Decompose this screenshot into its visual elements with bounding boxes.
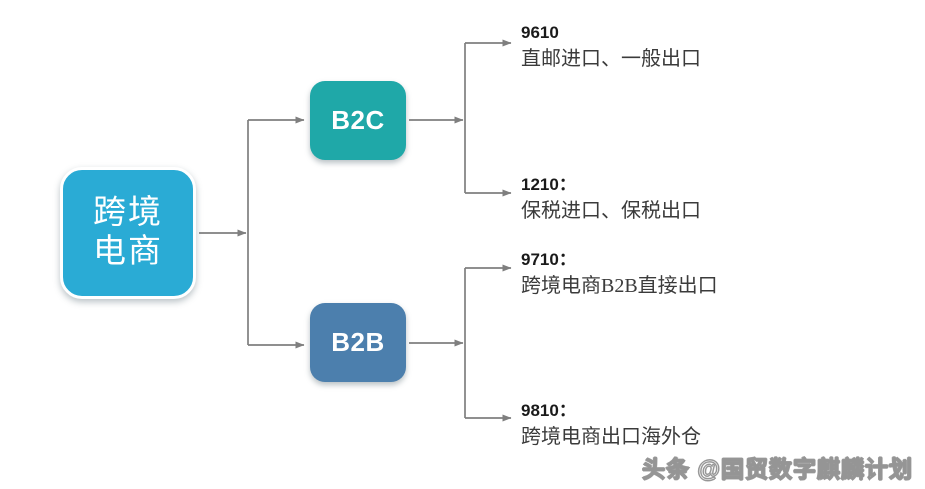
leaf-9610-code: 9610 [521,23,559,42]
node-branch-b2b-label: B2B [331,327,385,357]
leaf-9810-description: 跨境电商出口海外仓 [521,426,701,449]
node-root-label: 跨境 电商 [93,195,163,270]
node-branch-b2b[interactable]: B2B [310,303,406,382]
leaf-9710-code: 9710： [521,250,576,269]
leaf-9610-description: 直邮进口、一般出口 [521,48,701,71]
leaf-1210-code: 1210： [521,175,576,194]
node-root-cross-border-ecommerce[interactable]: 跨境 电商 [60,167,196,299]
leaf-1210-description: 保税进口、保税出口 [521,200,701,223]
leaf-9710: 9710： 跨境电商B2B直接出口 [521,249,861,299]
node-branch-b2c-label: B2C [331,105,385,135]
leaf-9810: 9810： 跨境电商出口海外仓 [521,400,861,450]
leaf-9810-code: 9810： [521,401,576,420]
leaf-9710-description: 跨境电商B2B直接出口 [521,275,718,298]
leaf-1210: 1210： 保税进口、保税出口 [521,174,861,224]
watermark: 头条 @国贸数字麒麟计划 [642,456,913,483]
node-branch-b2c[interactable]: B2C [310,81,406,160]
leaf-9610: 9610 直邮进口、一般出口 [521,22,861,72]
